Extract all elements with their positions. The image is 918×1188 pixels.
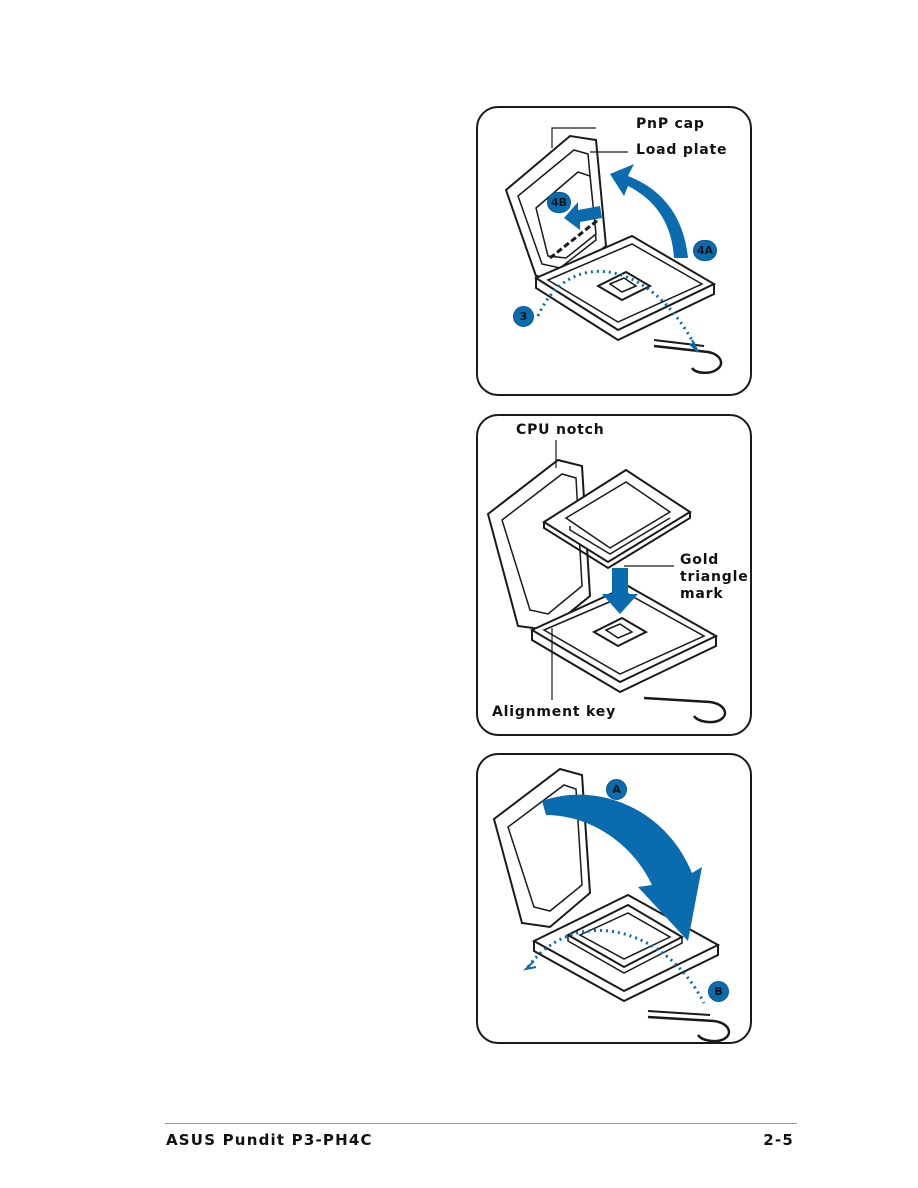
footer-page-number: 2-5 (763, 1131, 794, 1149)
badge-3: 3 (513, 306, 534, 327)
socket-close-illustration (492, 767, 731, 1042)
footer-divider (165, 1123, 797, 1124)
badge-4b: 4B (547, 192, 571, 213)
socket-open-illustration (504, 127, 723, 374)
figure-close-load-plate: A B (476, 753, 752, 1044)
cpu-insert-illustration (486, 440, 727, 724)
label-gold-triangle-1: Gold (680, 552, 720, 568)
label-gold-triangle-3: mark (680, 586, 724, 602)
footer-product-name: ASUS Pundit P3-PH4C (166, 1131, 373, 1149)
label-gold-triangle-2: triangle (680, 569, 749, 585)
label-load-plate: Load plate (636, 142, 728, 158)
badge-b: B (708, 981, 729, 1002)
badge-a: A (606, 779, 627, 800)
badge-4a: 4A (693, 240, 717, 261)
label-alignment-key: Alignment key (492, 704, 616, 720)
label-pnp-cap: PnP cap (636, 116, 705, 132)
label-cpu-notch: CPU notch (516, 422, 605, 438)
figure-insert-cpu: CPU notch Gold triangle mark Alignment k… (476, 414, 752, 736)
figure-open-load-plate: PnP cap Load plate 4B 4A 3 (476, 106, 752, 396)
